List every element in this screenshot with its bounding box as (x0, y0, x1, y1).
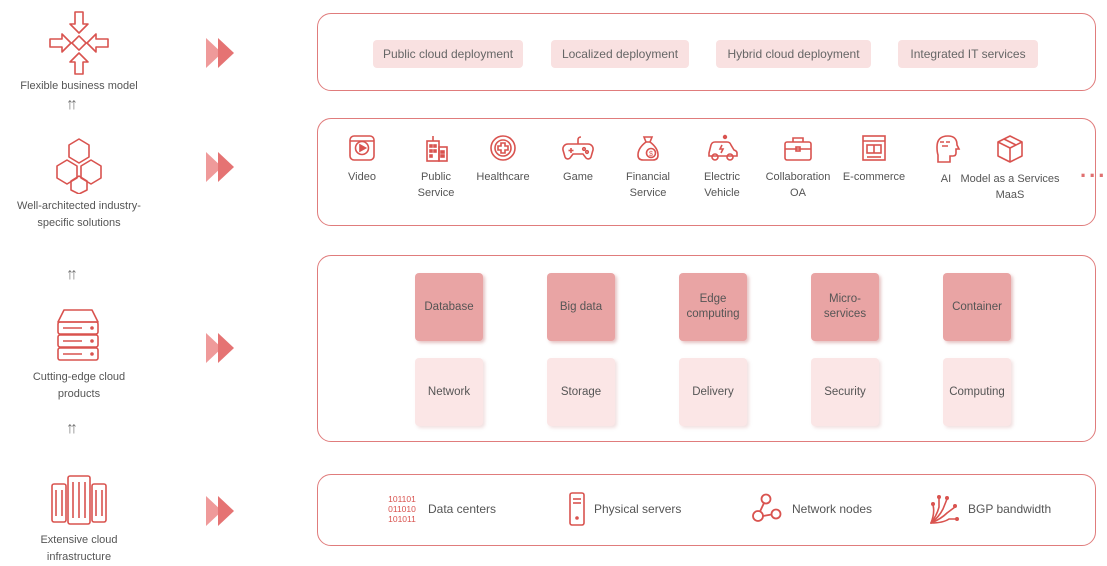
product-tile: Network (415, 358, 483, 426)
product-tile: Database (415, 273, 483, 341)
svg-text:011010: 011010 (388, 504, 416, 514)
product-tile: Big data (547, 273, 615, 341)
infra-item: BGP bandwidth (928, 491, 1051, 527)
fiber-icon (930, 495, 959, 524)
product-tile: Security (811, 358, 879, 426)
deployment-pill: Integrated IT services (898, 40, 1038, 68)
hexagon-cluster-icon (50, 136, 108, 199)
solution-item: Model as a Services MaaS (960, 133, 1060, 203)
infra-item: Physical servers (568, 491, 681, 527)
product-tile: Container (943, 273, 1011, 341)
business-model-box: Public cloud deployment Localized deploy… (317, 13, 1096, 91)
deployment-pill: Hybrid cloud deployment (716, 40, 871, 68)
medical-cross-icon (490, 135, 516, 161)
infra-label: BGP bandwidth (968, 502, 1052, 516)
nodes-icon (752, 493, 782, 522)
building-icon (426, 136, 448, 162)
solution-item: Public Service (396, 133, 476, 201)
chevron-right-icon (206, 152, 244, 187)
solution-item: $ Financial Service (608, 133, 688, 201)
chevron-right-icon (206, 496, 244, 531)
cube-icon (997, 135, 1023, 163)
car-icon (708, 134, 738, 161)
solutions-box: Video Public Service Healthcare Game $ F… (317, 118, 1104, 226)
svg-text:101101: 101101 (388, 494, 416, 504)
product-tile: Micro-services (811, 273, 879, 341)
svg-text:$: $ (649, 151, 653, 158)
solution-item: Video (322, 133, 402, 185)
product-tile: Delivery (679, 358, 747, 426)
binary-icon: 101101 011010 101011 (388, 494, 416, 524)
deployment-pill: Localized deployment (551, 40, 689, 68)
money-bag-icon: $ (637, 136, 659, 161)
layer-products-label: Cutting-edge cloud products (32, 371, 126, 400)
ai-head-icon (936, 135, 961, 163)
server-stack-icon (56, 308, 100, 367)
solution-item: Collaboration OA (758, 133, 838, 201)
infra-label: Network nodes (792, 502, 873, 516)
infra-label: Data centers (428, 502, 497, 516)
briefcase-icon (784, 137, 812, 161)
solution-item: Electric Vehicle (682, 133, 762, 201)
up-arrows-icon: ↑↑ (66, 266, 78, 283)
datacenter-racks-icon (50, 474, 108, 531)
products-box: Database Big data Edge computing Micro-s… (317, 255, 1096, 442)
layer-business-label: Flexible business model (20, 80, 138, 92)
chevron-right-icon (206, 333, 244, 368)
solution-item: AI (906, 133, 986, 187)
deployment-pill: Public cloud deployment (373, 40, 523, 68)
up-arrows-icon: ↑↑ (66, 420, 78, 437)
more-ellipsis: ... (1080, 157, 1107, 182)
video-icon (349, 135, 375, 161)
layer-infrastructure-label: Extensive cloud infrastructure (40, 534, 118, 563)
up-arrows-icon: ↑↑ (66, 96, 78, 113)
converging-arrows-icon (48, 10, 110, 81)
infra-item: 101101 011010 101011 Data centers (384, 491, 496, 527)
chevron-right-icon (206, 38, 244, 73)
server-icon (569, 492, 585, 526)
product-tile: Edge computing (679, 273, 747, 341)
solution-item: Healthcare (463, 133, 543, 185)
shop-icon (862, 135, 886, 161)
infra-item: Network nodes (750, 491, 872, 527)
solution-item: E-commerce (834, 133, 914, 185)
layer-solutions-label: Well-architected industry-specific solut… (17, 200, 141, 229)
infrastructure-box: 101101 011010 101011 Data centers Physic… (317, 474, 1096, 546)
svg-text:101011: 101011 (388, 514, 416, 524)
solution-item: Game (538, 133, 618, 185)
gamepad-icon (562, 136, 594, 160)
product-tile: Computing (943, 358, 1011, 426)
product-tile: Storage (547, 358, 615, 426)
infra-label: Physical servers (594, 502, 682, 516)
